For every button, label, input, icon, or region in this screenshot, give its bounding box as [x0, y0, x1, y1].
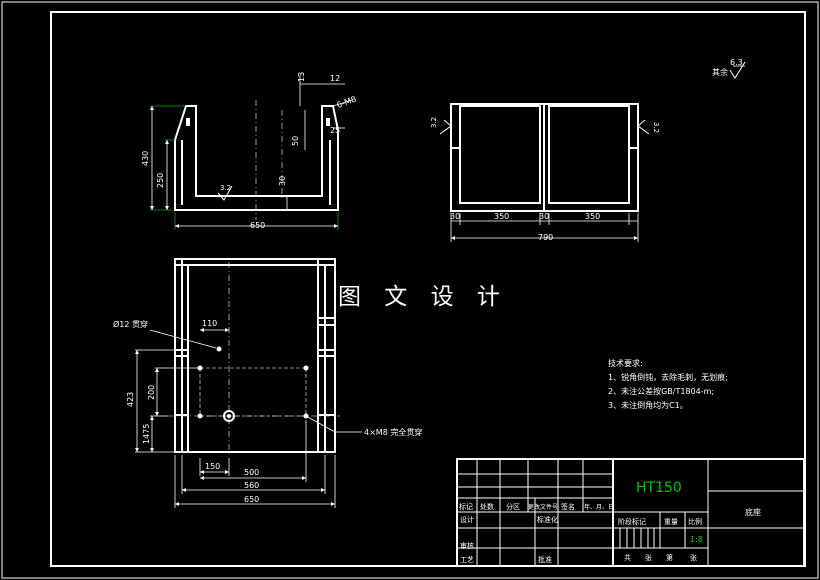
- hole-pattern: [199, 367, 307, 417]
- tech-requirements: 技术要求: 1、锐角倒钝，去除毛刺，无划痕; 2、未注公差按GB/T1804-m…: [608, 357, 728, 413]
- roughness-side-left-value: 3.2: [430, 117, 438, 128]
- surface-label: 其余: [712, 67, 728, 77]
- front-dim-650: 650: [250, 221, 265, 230]
- tb-h-gengai: 更改文件号: [528, 503, 558, 511]
- tb-sheji: 设计: [460, 515, 474, 524]
- roughness-side-right-value: 3.2: [652, 122, 660, 133]
- top-view: [174, 258, 336, 453]
- roughness-front: 3.2: [217, 184, 233, 201]
- front-dim-430: 430: [141, 151, 150, 166]
- front-dim-250: 250: [156, 173, 165, 188]
- tb-h-fenqu: 分区: [506, 502, 520, 511]
- front-dim-50: 50: [291, 136, 300, 146]
- front-dim-25: 25: [330, 126, 340, 135]
- tb-biaozhunhua: 标准化: [537, 515, 558, 524]
- tb-bili: 比例: [688, 517, 702, 526]
- hole-m8-1: [197, 365, 203, 371]
- hole-m8-3: [197, 413, 203, 419]
- roughness-side-right: 3.2: [637, 119, 660, 135]
- roughness-front-value: 3.2: [220, 184, 231, 192]
- top-dim-650: 650: [244, 495, 259, 504]
- top-dim-423: 423: [126, 392, 135, 407]
- top-dim-lines: [135, 328, 362, 508]
- tb-gongyi: 工艺: [460, 556, 474, 564]
- front-dim-12: 12: [330, 74, 340, 83]
- surface-value: 6.3: [730, 58, 743, 67]
- top-dim-500: 500: [244, 468, 259, 477]
- tb-di: 第: [666, 553, 673, 562]
- top-dim-1475: 1475: [142, 424, 151, 444]
- side-view: [450, 103, 639, 212]
- tb-h-biaoji: 标记: [459, 502, 473, 511]
- center-hole: [223, 410, 235, 422]
- top-dim-110: 110: [202, 319, 217, 328]
- tb-part-name: 底座: [745, 507, 761, 517]
- tb-h-chushu: 处数: [480, 502, 494, 511]
- surface-finish-symbol: 其余 6.3: [712, 58, 746, 79]
- top-dim-150: 150: [205, 462, 220, 471]
- side-dim-30a: 30: [450, 212, 460, 221]
- tb-h-qianming: 签名: [561, 502, 575, 511]
- tb-material: HT150: [636, 480, 682, 496]
- front-dim-30: 30: [278, 176, 287, 186]
- tech-item-2: 2、未注公差按GB/T1804-m;: [608, 387, 715, 396]
- top-thread-note: 4×M8 完全贯穿: [364, 427, 422, 437]
- center-hole-inner: [227, 414, 231, 418]
- title-block: [456, 458, 805, 567]
- tech-item-1: 1、锐角倒钝，去除毛刺，无划痕;: [608, 373, 728, 382]
- front-dim-13: 13: [297, 72, 306, 82]
- inner-border: [50, 11, 806, 567]
- top-dim-200: 200: [147, 385, 156, 400]
- side-dim-lines: [450, 213, 639, 242]
- hole-left: [186, 118, 190, 126]
- tb-zhongliang: 重量: [664, 518, 678, 526]
- side-dim-350a: 350: [494, 212, 509, 221]
- side-dim-790: 790: [538, 233, 553, 242]
- tb-labels: 标记 处数 分区 更改文件号 签名 年、月、日 设计 标准化 阶段标记 重量 比…: [459, 502, 702, 564]
- tb-shenhe: 审核: [460, 541, 474, 550]
- tb-zhang: 张: [645, 553, 652, 562]
- watermark: 图 文 设 计: [338, 284, 508, 310]
- front-dim-6m8: 6-M8: [336, 95, 358, 110]
- hole-phi12: [216, 346, 222, 352]
- top-hole-note: Ø12 贯穿: [113, 319, 148, 329]
- front-view: [174, 105, 339, 211]
- tb-zhang2: 张: [690, 553, 697, 562]
- tb-h-date: 年、月、日: [584, 503, 614, 511]
- roughness-side-left: 3.2: [430, 117, 452, 135]
- hole-m8-2: [303, 365, 309, 371]
- tb-pizhun: 批准: [538, 555, 552, 564]
- front-dim-lines: [150, 75, 353, 230]
- tb-scale: 1:8: [690, 535, 703, 544]
- hole-right: [326, 118, 330, 126]
- tb-gong: 共: [624, 553, 631, 562]
- tech-title: 技术要求:: [608, 359, 643, 368]
- tb-jieduan: 阶段标记: [618, 517, 646, 526]
- side-dim-30b: 30: [539, 212, 549, 221]
- top-dim-560: 560: [244, 481, 259, 490]
- side-dim-350b: 350: [585, 212, 600, 221]
- tech-item-3: 3、未注倒角均为C1。: [608, 401, 688, 410]
